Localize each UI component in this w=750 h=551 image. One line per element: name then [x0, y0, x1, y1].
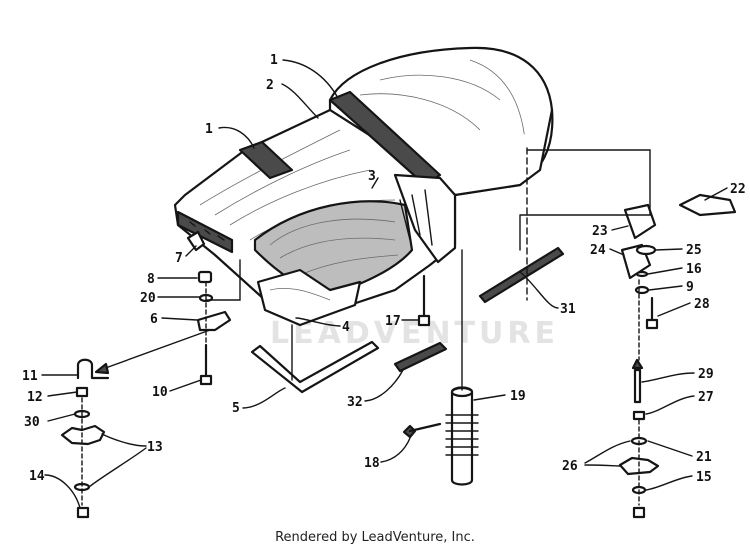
seat-strip — [393, 341, 448, 373]
bumper — [445, 386, 479, 486]
callout-1: 1 — [205, 122, 213, 137]
callout-24: 24 — [590, 243, 606, 258]
callout-2: 2 — [266, 78, 274, 93]
callout-25: 25 — [686, 243, 702, 258]
callout-17: 17 — [385, 314, 401, 329]
callout-7: 7 — [175, 251, 183, 266]
callout-32: 32 — [347, 395, 363, 410]
callout-15: 15 — [696, 470, 712, 485]
seat-rod — [250, 340, 380, 394]
left-hardware — [186, 230, 232, 386]
seat-pan — [256, 268, 362, 327]
support-bar — [478, 246, 565, 304]
callout-26: 26 — [562, 459, 578, 474]
callout-23: 23 — [592, 224, 608, 239]
bolt-17 — [417, 274, 431, 327]
callout-14: 14 — [29, 469, 45, 484]
callout-12: 12 — [27, 390, 43, 405]
callout-1: 1 — [270, 53, 278, 68]
callout-3: 3 — [368, 169, 376, 184]
callout-28: 28 — [694, 297, 710, 312]
callout-22: 22 — [730, 182, 746, 197]
callout-9: 9 — [686, 280, 694, 295]
guide-lines — [94, 147, 651, 391]
footer-credit: Rendered by LeadVenture, Inc. — [275, 530, 475, 545]
screw-18 — [402, 422, 442, 439]
callout-29: 29 — [698, 367, 714, 382]
seat-assembly — [173, 46, 554, 324]
callout-19: 19 — [510, 389, 526, 404]
callout-31: 31 — [560, 302, 576, 317]
callout-16: 16 — [686, 262, 702, 277]
left-lower-hardware — [60, 358, 110, 519]
callout-30: 30 — [24, 415, 40, 430]
right-hardware — [618, 193, 737, 519]
callout-10: 10 — [152, 385, 168, 400]
callout-27: 27 — [698, 390, 714, 405]
callout-labels: 1 2 1 3 7 8 20 6 10 5 4 17 32 18 19 31 1… — [22, 53, 746, 485]
leader-lines — [41, 59, 728, 509]
callout-21: 21 — [696, 450, 712, 465]
callout-18: 18 — [364, 456, 380, 471]
callout-13: 13 — [147, 440, 163, 455]
callout-6: 6 — [150, 312, 158, 327]
callout-8: 8 — [147, 272, 155, 287]
callout-20: 20 — [140, 291, 156, 306]
callout-11: 11 — [22, 369, 38, 384]
callout-5: 5 — [232, 401, 240, 416]
callout-4: 4 — [342, 320, 350, 335]
